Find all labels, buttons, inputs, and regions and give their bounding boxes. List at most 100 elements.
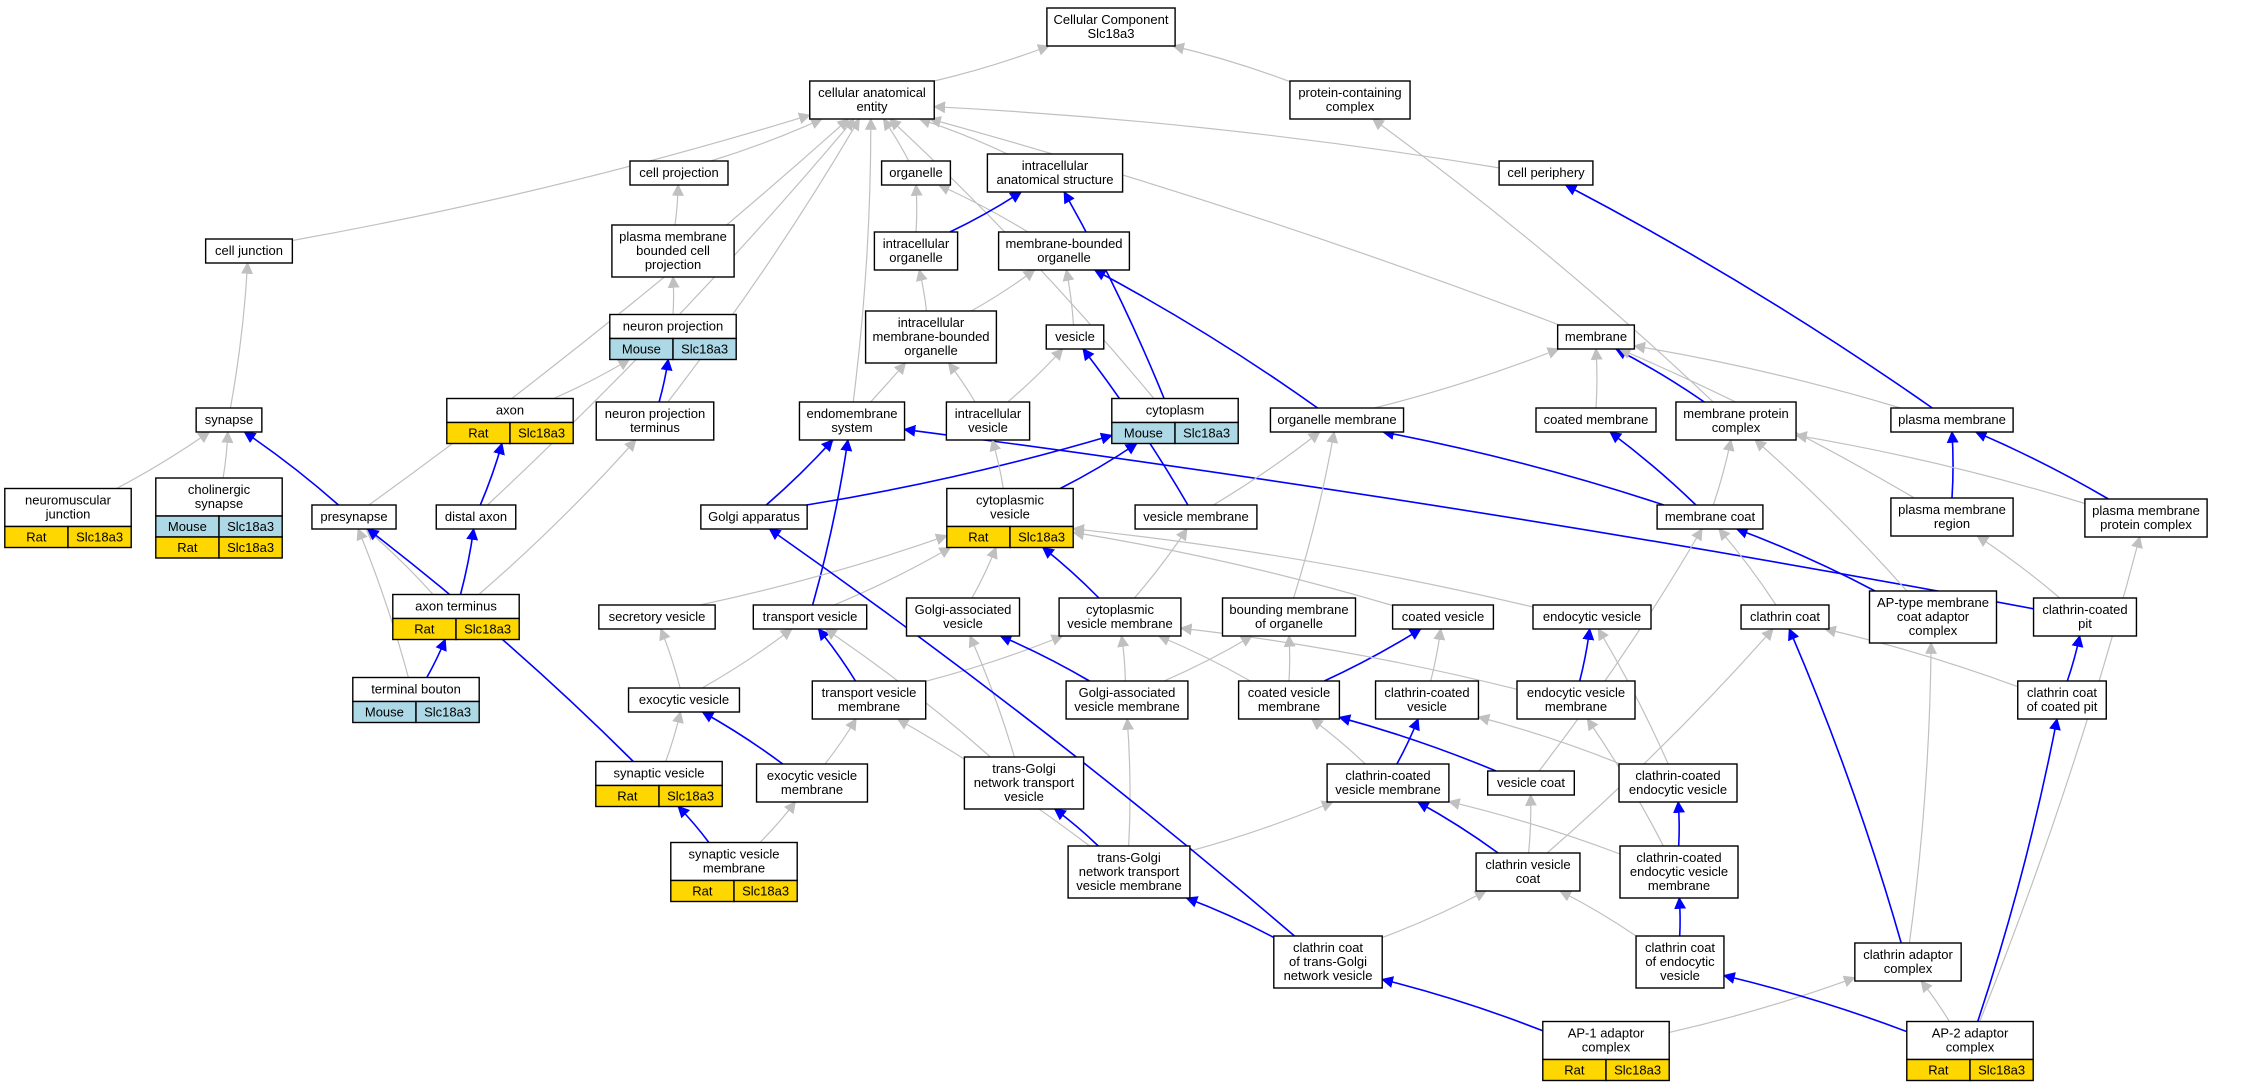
node-label-line: system bbox=[831, 420, 872, 435]
node-label-line: organelle bbox=[904, 343, 958, 358]
node-box bbox=[1532, 604, 1652, 630]
go-term-node[interactable]: plasma membrane bbox=[1890, 407, 2014, 433]
node-box bbox=[1045, 324, 1105, 350]
go-term-node[interactable]: secretory vesicle bbox=[598, 604, 716, 630]
node-box bbox=[700, 504, 808, 530]
node-label-line: plasma membrane bbox=[1898, 412, 2006, 427]
node-label-line: neuron projection bbox=[623, 319, 723, 334]
node-label-line: endocytic vesicle bbox=[1527, 685, 1625, 700]
go-term-node[interactable]: organelle membrane bbox=[1269, 407, 1405, 433]
go-term-node[interactable]: endocytic vesicle bbox=[1532, 604, 1652, 630]
is-a-edge bbox=[925, 634, 1064, 682]
part-of-edge bbox=[1185, 896, 1275, 939]
go-term-node[interactable]: vesicle coat bbox=[1486, 770, 1575, 796]
go-term-node[interactable]: membrane bbox=[1556, 324, 1636, 350]
is-a-edge bbox=[368, 118, 850, 506]
part-of-edge bbox=[1788, 627, 1902, 944]
node-box bbox=[1289, 80, 1411, 120]
go-term-node[interactable]: presynapse bbox=[311, 504, 397, 530]
gene-label: Slc18a3 bbox=[227, 540, 274, 555]
go-term-node[interactable]: transport vesicle bbox=[752, 604, 868, 630]
gene-cell bbox=[455, 617, 520, 641]
go-term-node[interactable]: vesicle membrane bbox=[1134, 504, 1258, 530]
go-term-node[interactable]: membrane coat bbox=[1656, 504, 1764, 530]
node-box bbox=[611, 224, 735, 278]
go-term-node[interactable]: vesicle bbox=[1045, 324, 1105, 350]
go-term-node[interactable]: cell periphery bbox=[1498, 160, 1594, 186]
is-a-edge bbox=[1189, 800, 1334, 852]
node-label-line: synaptic vesicle bbox=[688, 847, 779, 862]
is-a-edge bbox=[710, 117, 823, 162]
part-of-edge bbox=[1396, 717, 1420, 765]
node-label-line: membrane coat bbox=[1665, 509, 1756, 524]
is-a-edge bbox=[1283, 634, 1296, 682]
node-box bbox=[446, 397, 574, 424]
part-of-edge bbox=[1564, 184, 1933, 409]
go-term-node[interactable]: distal axon bbox=[435, 504, 517, 530]
node-box bbox=[1516, 680, 1636, 720]
is-a-edge bbox=[667, 117, 860, 403]
go-term-node[interactable]: synapse bbox=[195, 407, 263, 433]
go-term-node[interactable]: coated vesicle bbox=[1391, 604, 1495, 630]
go-term-node[interactable]: Golgi apparatus bbox=[700, 504, 808, 530]
go-term-node[interactable]: cell projection bbox=[629, 160, 729, 186]
go-term-node[interactable]: cell junction bbox=[204, 238, 294, 264]
node-box bbox=[752, 604, 868, 630]
node-box bbox=[1374, 680, 1480, 720]
node-label-line: plasma membrane bbox=[2092, 503, 2200, 518]
go-term-node[interactable]: clathrin coat bbox=[1740, 604, 1830, 630]
part-of-edge bbox=[768, 528, 1296, 937]
go-term-node[interactable]: organelle bbox=[880, 160, 952, 186]
go-term-node[interactable]: exocytic vesicle bbox=[627, 687, 741, 713]
node-label-line: coated vesicle bbox=[1402, 609, 1484, 624]
go-term-node[interactable]: coated membrane bbox=[1535, 407, 1657, 433]
